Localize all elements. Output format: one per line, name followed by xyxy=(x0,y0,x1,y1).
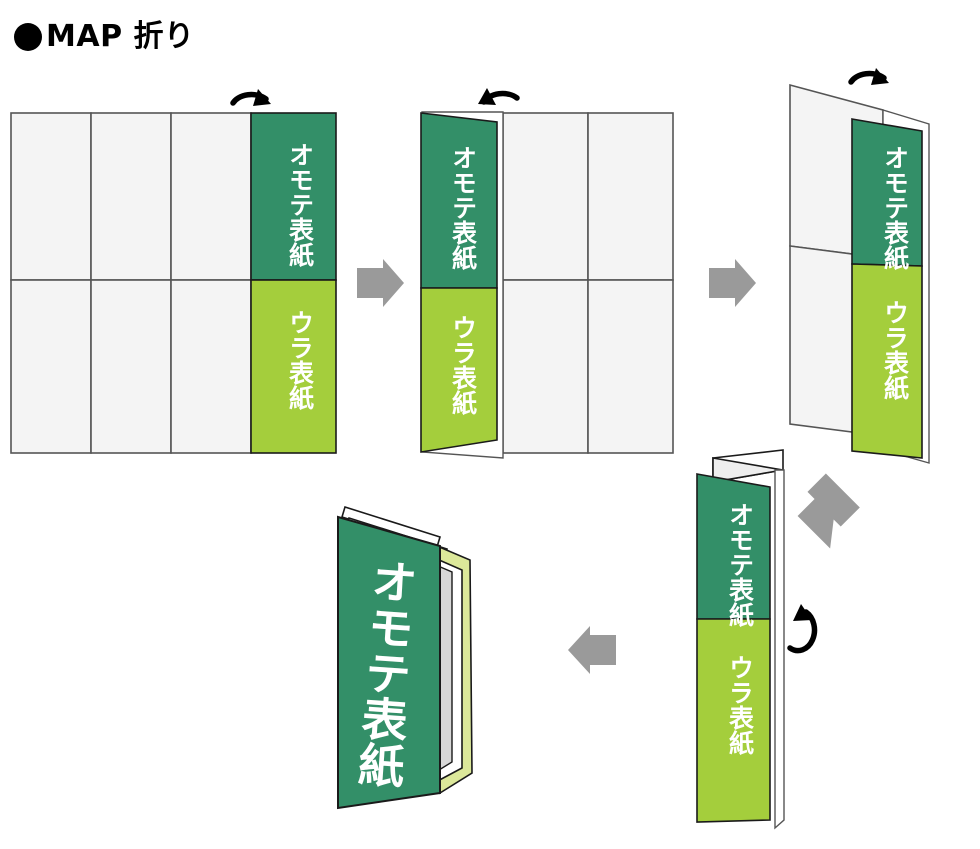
sheet-cell xyxy=(587,112,674,281)
sheet-cell xyxy=(502,279,589,454)
back-cover-label: ウラ表紙 xyxy=(449,315,478,416)
sheet-cell xyxy=(170,279,252,454)
front-cover-label: オモテ表紙 xyxy=(449,145,478,271)
bullet-icon xyxy=(14,23,42,51)
top-flap-shadow xyxy=(712,457,784,483)
page-title-text: MAP 折り xyxy=(46,19,195,54)
back-cover-panel xyxy=(250,279,337,454)
arrow-right-step1-to-step2 xyxy=(357,259,404,307)
back-cover-label: ウラ表紙 xyxy=(286,310,315,411)
arrow-down-left-step3-to-step4 xyxy=(797,473,860,549)
sheet-cell xyxy=(170,112,252,281)
back-cover-panel xyxy=(851,263,923,459)
sheet-cell xyxy=(10,279,92,454)
front-cover-label: オモテ表紙 xyxy=(726,502,755,628)
back-cover-label: ウラ表紙 xyxy=(881,300,910,401)
inner-page-edge xyxy=(774,469,785,830)
sheet-cell xyxy=(90,112,172,281)
back-cover-panel xyxy=(696,618,771,823)
page-title: MAP 折り xyxy=(14,22,195,52)
step-5-finished-booklet: オモテ表紙 xyxy=(337,505,473,810)
sheet-cell xyxy=(502,112,589,281)
sheet-cell xyxy=(10,112,92,281)
back-cover-panel xyxy=(420,287,498,453)
curved-fold-arrow-icon xyxy=(478,88,520,105)
back-cover-label: ウラ表紙 xyxy=(726,655,755,756)
sheet-cell xyxy=(90,279,172,454)
front-cover-panel xyxy=(337,515,441,810)
front-cover-label: オモテ表紙 xyxy=(881,145,910,271)
sheet-cell xyxy=(587,279,674,454)
step-1-flat-sheet: オモテ表紙 ウラ表紙 xyxy=(10,89,337,454)
arrow-right-step2-to-step3 xyxy=(709,259,756,307)
curved-fold-arrow-icon xyxy=(787,604,818,654)
step-2-column-folded: オモテ表紙 ウラ表紙 xyxy=(420,88,674,459)
curved-fold-arrow-icon xyxy=(230,89,271,106)
step-3-half-folded: オモテ表紙 ウラ表紙 xyxy=(789,68,930,464)
arrow-left-step4-to-step5 xyxy=(568,626,616,674)
step-4-narrow-strip: オモテ表紙 ウラ表紙 xyxy=(696,449,818,830)
curved-fold-arrow-icon xyxy=(848,68,889,85)
front-cover-label: オモテ表紙 xyxy=(286,142,315,268)
